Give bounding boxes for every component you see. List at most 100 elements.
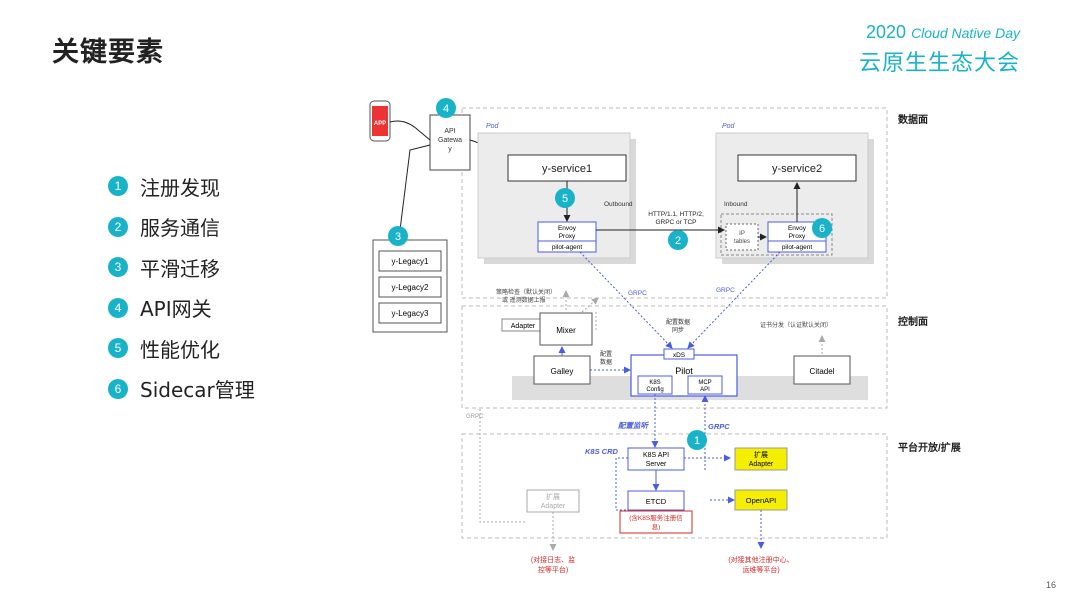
gateway-label-3: y [448,146,452,153]
pilot-label: Pilot [675,366,693,376]
pilot-agent-2-label: pilot-agent [782,244,813,251]
mcp-api-box [687,375,723,395]
app-label: APP [374,121,386,127]
etcd-box [627,490,685,511]
envoy-proxy-1 [537,221,597,253]
badge-1-num: 1 [694,435,700,447]
k8s-crd-label: K8S CRD [585,447,619,456]
bottom-right-note-1: (对接其他注册中心、 [728,555,793,564]
legacy-box-3 [378,302,442,324]
pod-2-label: Pod [722,123,736,130]
grpc-gray-link [479,409,525,523]
legacy-label-2: y-Legacy2 [392,283,429,292]
badge-4: 4 [436,98,456,118]
grpc-link-1 [579,251,673,349]
legacy-label-1: y-Legacy1 [392,257,429,266]
policy-note-2: 或 遥测数据上报 [502,296,546,304]
control-plane-frame [461,305,888,409]
etcd-note-2: 息) [652,522,661,531]
service1-box [507,154,627,182]
mixer-box [539,312,593,346]
connector [399,144,431,231]
mcp-api-label-1: MCP [698,380,711,386]
policy-note-1: 策略检查（默认关闭） [496,288,556,296]
citadel-box [793,355,851,385]
brand-logo: 2020 Cloud Native Day 云原生生态大会 [859,22,1020,77]
outbound-label: Outbound [604,201,633,208]
etcd-note-frame [619,510,693,534]
brand-event: Cloud Native Day [911,25,1020,41]
connector [581,297,599,313]
config-data-label-2: 数据 [600,358,612,366]
ext-adapter-gray-label-1: 扩展 [546,492,560,501]
list-item-label: 平滑迁移 [140,256,220,281]
grpc-gray-label: GRPC [466,414,484,420]
inbound-label: Inbound [724,201,748,208]
ext-adapter-gray-label-2: Adapter [541,503,566,510]
list-item-label: 服务通信 [140,216,220,241]
badge-5: 5 [555,188,575,208]
config-sync-label-1: 配置数据 [666,318,690,326]
legacy-box-2 [378,276,442,298]
ext-adapter-box [734,447,788,471]
page-number: 16 [1045,580,1056,590]
badge-6: 6 [812,218,832,238]
badge-3-num: 3 [395,231,401,243]
protocol-label-1: HTTP/1.1, HTTP/2, [648,211,704,218]
envoy-2-label-2: Proxy [789,233,806,240]
xds-box [663,348,695,360]
service1-label: y-service1 [542,163,592,175]
config-listen-label: 配置监听 [618,421,649,430]
galley-label: Galley [551,367,574,376]
list-item: 1 注册发现 [108,166,255,207]
adapter-label: Adapter [511,323,536,330]
pod-1-label: Pod [486,123,500,130]
cert-note: 证书分发（认证默认关闭） [760,321,832,329]
list-item-label: 性能优化 [140,337,220,362]
legacy-label-3: y-Legacy3 [392,309,429,318]
etcd-label: ETCD [646,497,667,506]
number-badge: 4 [108,297,128,318]
list-item-label: Sidecar管理 [140,378,255,403]
number-badge: 3 [108,257,128,278]
brand-year: 2020 [866,22,907,42]
badge-4-num: 4 [443,103,449,115]
number-badge: 2 [108,216,128,237]
list-item: 3 平滑迁移 [108,247,255,288]
badge-2: 2 [668,230,688,250]
ip-tables-label-1: IP [739,231,745,237]
protocol-label-2: GRPC or TCP [655,219,696,226]
badge-6-num: 6 [819,223,825,235]
k8s-api-label-2: Server [646,461,667,468]
grpc-link-2 [687,251,781,349]
ip-tables-label-2: tables [734,239,750,245]
k8s-config-label-1: K8S [649,380,660,386]
ip-tables-box [725,223,759,251]
config-data-label-1: 配置 [600,351,612,358]
legacy-box-1 [378,250,442,272]
number-badge: 1 [108,176,128,197]
mixer-label: Mixer [556,326,576,335]
mcp-api-label-2: API [700,387,710,393]
data-plane-label: 数据面 [898,113,928,126]
number-badge: 6 [108,378,128,399]
api-gateway-box [429,114,471,171]
grpc-platform-label: GRPC [708,422,730,431]
badge-5-num: 5 [562,193,568,205]
service2-box [737,154,857,182]
etcd-note-1: (含K8S服务注册信 [629,513,683,522]
k8s-api-label-1: K8S API [643,452,669,459]
connector [615,457,628,511]
xds-label: xDS [673,352,686,359]
citadel-label: Citadel [810,367,835,376]
data-plane-frame [461,107,888,299]
number-badge: 5 [108,338,128,359]
list-item: 2 服务通信 [108,207,255,248]
list-item: 5 性能优化 [108,328,255,369]
ext-adapter-label-1: 扩展 [754,450,768,459]
bottom-right-note-2: 运维等平台) [742,565,779,574]
list-item-label: 注册发现 [140,175,220,200]
control-plane-label: 控制面 [898,315,928,328]
